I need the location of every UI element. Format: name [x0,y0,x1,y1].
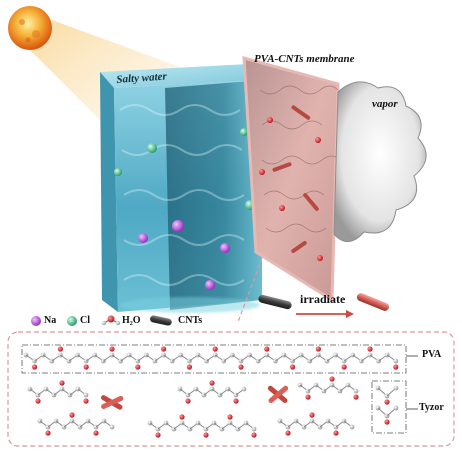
legend-label-h2o: H₂O [122,315,141,326]
oxygen-atom [233,398,239,404]
cnt-before-icon [258,294,292,310]
legend-label-cnts: CNTs [178,315,203,326]
carbon-atom [349,424,355,430]
vapor-label: vapor [372,98,398,110]
carbon-nanotube-icon [150,315,172,326]
sun-icon [8,6,52,50]
oxygen-atom [203,432,209,438]
salty-water-block [100,64,262,313]
oxygen-atom [384,419,390,425]
oxygen-atom [69,412,75,418]
water-molecule-icon [101,315,121,326]
oxygen-atom [83,364,89,370]
oxygen-atom [367,346,373,352]
pva-label: PVA [422,349,442,360]
oxygen-atom [264,346,270,352]
oxygen-atom [285,430,291,436]
carbon-atom [353,388,359,394]
irradiate-label: irradiate [300,292,346,306]
oxygen-atom [186,364,192,370]
carbon-atom [393,385,399,391]
irradiate-process [258,293,390,318]
oxygen-atom [341,364,347,370]
panel-cnts [101,385,289,410]
vapor-cloud [333,81,427,242]
oxygen-atom [384,399,390,405]
oxygen-atom [185,398,191,404]
membrane-cnts [272,105,319,254]
oxygen-atom [209,380,215,386]
oxygen-atom [83,398,89,404]
cnt-after-icon [356,293,390,311]
oxygen-atom [227,414,233,420]
oxygen-atom [31,364,38,370]
oxygen-atom [309,412,315,418]
oxygen-atom [290,364,296,370]
chloride-ion-icon [67,316,77,326]
oxygen-atom [333,430,339,436]
oxygen-atom [135,364,141,370]
oxygen-atom [212,346,218,352]
carbon-atom [393,358,399,364]
oxygen-atom [251,432,257,438]
oxygen-atom [179,414,185,420]
membrane-water-molecules [259,117,323,261]
oxygen-atom [155,432,161,438]
pva-polymer-chains [23,346,399,438]
oxygen-atom [238,364,244,370]
carbon-atom [83,392,89,398]
legend-label-cl: Cl [80,315,90,326]
oxygen-atom [59,380,65,386]
legend [31,315,172,326]
oxygen-atom [329,376,335,382]
oxygen-atom [93,430,99,436]
carbon-atom [109,424,115,430]
oxygen-atom [315,346,321,352]
oxygen-atom [161,346,167,352]
sodium-ion-icon [31,316,41,326]
oxygen-atom [305,394,311,400]
oxygen-atom [45,430,51,436]
oxygen-atom [393,364,399,370]
oxygen-atom [109,346,115,352]
membrane-label: PVA-CNTs membrane [254,53,355,65]
pva-cnts-membrane [242,55,341,303]
oxygen-atom [35,398,41,404]
tyzor-label: Tyzor [419,402,444,413]
legend-label-na: Na [44,315,57,326]
oxygen-atom [353,394,359,400]
zoom-callout-line [237,257,263,323]
carbon-atom [241,386,247,392]
carbon-atom [393,405,399,411]
oxygen-atom [57,346,64,352]
molecular-panel [7,331,455,447]
carbon-atom [251,426,257,432]
